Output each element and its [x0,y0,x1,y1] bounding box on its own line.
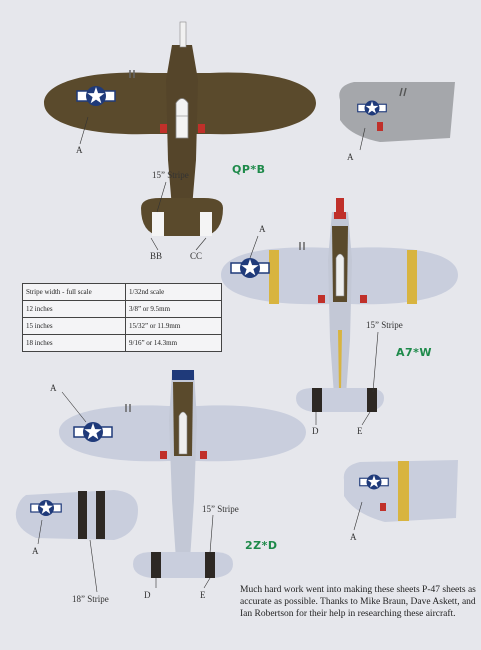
wing-detail-top-right [339,82,455,151]
aircraft-a7w [221,198,458,426]
table-header-cell: Stripe width - full scale [22,283,126,301]
table-cell: 18 inches [22,334,126,352]
label-a7w-e: E [357,426,363,436]
label-a7w-a: A [259,224,266,234]
table-header-cell: 1/32nd scale [125,283,222,301]
label-qpb-cc: CC [190,251,203,261]
aircraft-qpb [44,21,316,251]
table-cell: 15 inches [22,317,126,335]
label-wing-bottom-left-a: A [32,546,39,556]
credit-text: Much hard work went into making these sh… [240,585,476,619]
stripe-label-qpb: 15” Stripe [152,170,189,180]
label-2zd-d: D [144,590,151,600]
table-row: 15 inches 15/32” or 11.9mm [22,317,222,335]
stripe-label-a7w: 15” Stripe [366,320,403,330]
stripe-width-table: Stripe width - full scale 1/32nd scale 1… [22,283,222,352]
table-cell: 3/8” or 9.5mm [125,300,222,318]
wing-detail-bottom-left [15,490,139,593]
label-wing-top-right-a: A [347,152,354,162]
table-cell: 9/16” or 14.3mm [125,334,222,352]
code-a7w: A7*W [396,346,433,359]
stripe-label-2zd: 15” Stripe [202,504,239,514]
table-cell: 12 inches [22,300,126,318]
wing-detail-mid-right [343,460,458,531]
label-wing-mid-right-a: A [350,532,357,542]
label-a7w-d: D [312,426,319,436]
label-2zd-e: E [200,590,206,600]
aircraft-2zd [59,370,306,589]
label-qpb-a: A [76,145,83,155]
label-qpb-bb: BB [150,251,163,261]
code-2zd: 2Z*D [245,539,278,552]
table-cell: 15/32” or 11.9mm [125,317,222,335]
table-header-row: Stripe width - full scale 1/32nd scale [22,283,222,301]
label-2zd-a: A [50,383,57,393]
table-row: 12 inches 3/8” or 9.5mm [22,300,222,318]
stripe-label-bottom-left: 18” Stripe [72,594,109,604]
table-row: 18 inches 9/16” or 14.3mm [22,334,222,352]
code-qpb: QP*B [232,163,266,176]
